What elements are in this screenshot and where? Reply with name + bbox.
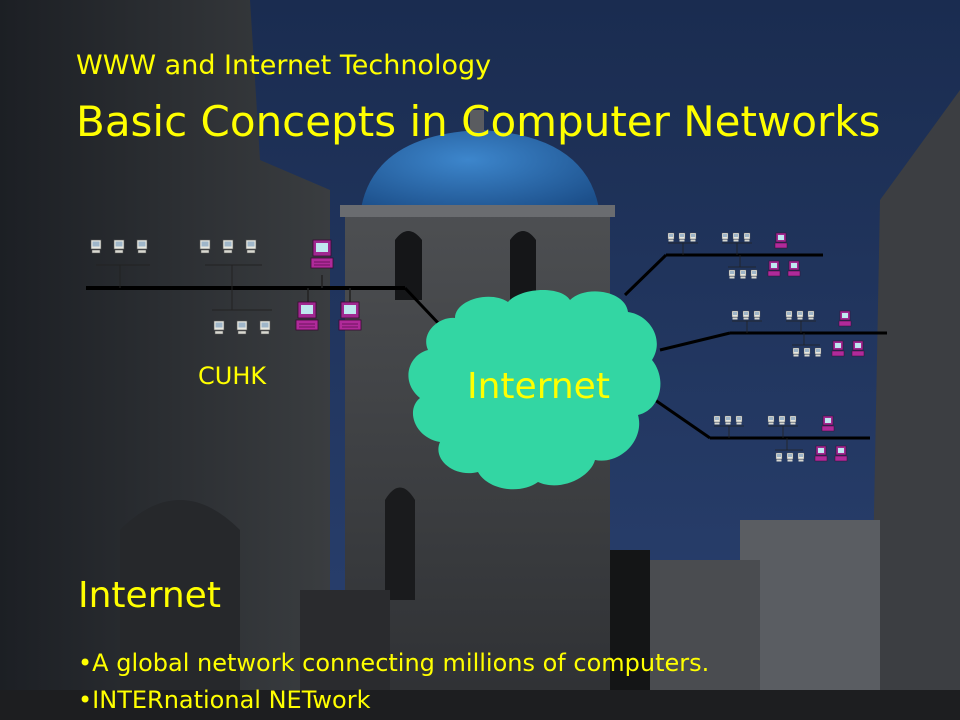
cuhk-label: CUHK <box>198 362 267 390</box>
remote-network-2 <box>730 310 887 357</box>
bullet-item: •A global network connecting millions of… <box>78 649 710 677</box>
slide-title: Basic Concepts in Computer Networks <box>76 97 881 146</box>
slide-subtitle: WWW and Internet Technology <box>76 50 492 81</box>
internet-cloud-label: Internet <box>467 366 610 407</box>
remote-network-3 <box>710 415 870 462</box>
cuhk-lan <box>86 239 405 335</box>
internet-cloud <box>408 290 661 490</box>
remote-network-1 <box>666 232 823 279</box>
bullet-item: •INTERnational NETwork <box>78 686 371 714</box>
section-heading: Internet <box>78 575 221 616</box>
